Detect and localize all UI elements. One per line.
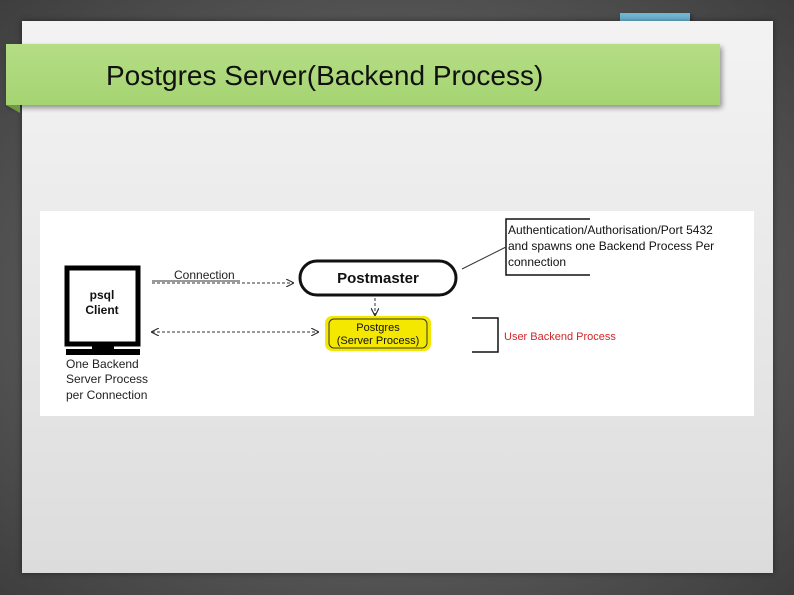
client-label-line1: psql [90, 288, 115, 302]
auth-note-line1: Authentication/Authorisation/Port 5432 [508, 223, 713, 237]
auth-note-pointer [461, 246, 507, 270]
architecture-diagram: psql Client One Backend Server Process p… [64, 218, 714, 402]
auth-note-line3: connection [508, 255, 566, 269]
client-caption-line3: per Connection [66, 388, 147, 402]
computer-icon [64, 265, 141, 355]
client-label-line2: Client [85, 303, 118, 317]
connection-label: Connection [174, 268, 235, 282]
postmaster-label: Postmaster [337, 270, 419, 287]
diagram-panel: psql Client One Backend Server Process p… [40, 211, 754, 416]
user-backend-label: User Backend Process [504, 331, 616, 343]
client-caption-line2: Server Process [66, 372, 148, 386]
auth-note-line2: and spawns one Backend Process Per [508, 239, 714, 253]
server-process-line2: (Server Process) [337, 335, 420, 347]
client-caption-line1: One Backend [66, 357, 139, 371]
title-band: Postgres Server(Backend Process) [6, 44, 720, 105]
server-process-line1: Postgres [356, 322, 400, 334]
slide-title: Postgres Server(Backend Process) [106, 60, 544, 91]
title-fold [6, 105, 20, 113]
user-backend-bracket [472, 317, 499, 353]
server-process-box [328, 318, 428, 349]
postmaster-box [298, 259, 458, 297]
server-process-highlight [325, 316, 431, 351]
